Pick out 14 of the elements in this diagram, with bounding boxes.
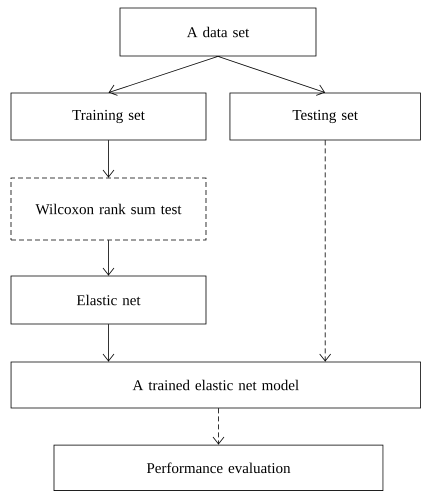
arrow [102,140,114,178]
arrow [212,408,224,445]
arrow [218,56,326,96]
arrow [102,240,114,276]
arrow [319,140,332,362]
process-box: Training set [10,92,206,140]
arrow [102,324,114,362]
process-box: Testing set [230,92,421,140]
process-box: Elastic net [10,276,206,324]
process-box: A trained elastic net model [10,362,421,408]
arrow [108,56,218,96]
process-box: Performance evaluation [54,444,384,491]
dashed-process-box: Wilcoxon rank sum test [10,178,206,240]
process-box: A data set [120,8,316,56]
